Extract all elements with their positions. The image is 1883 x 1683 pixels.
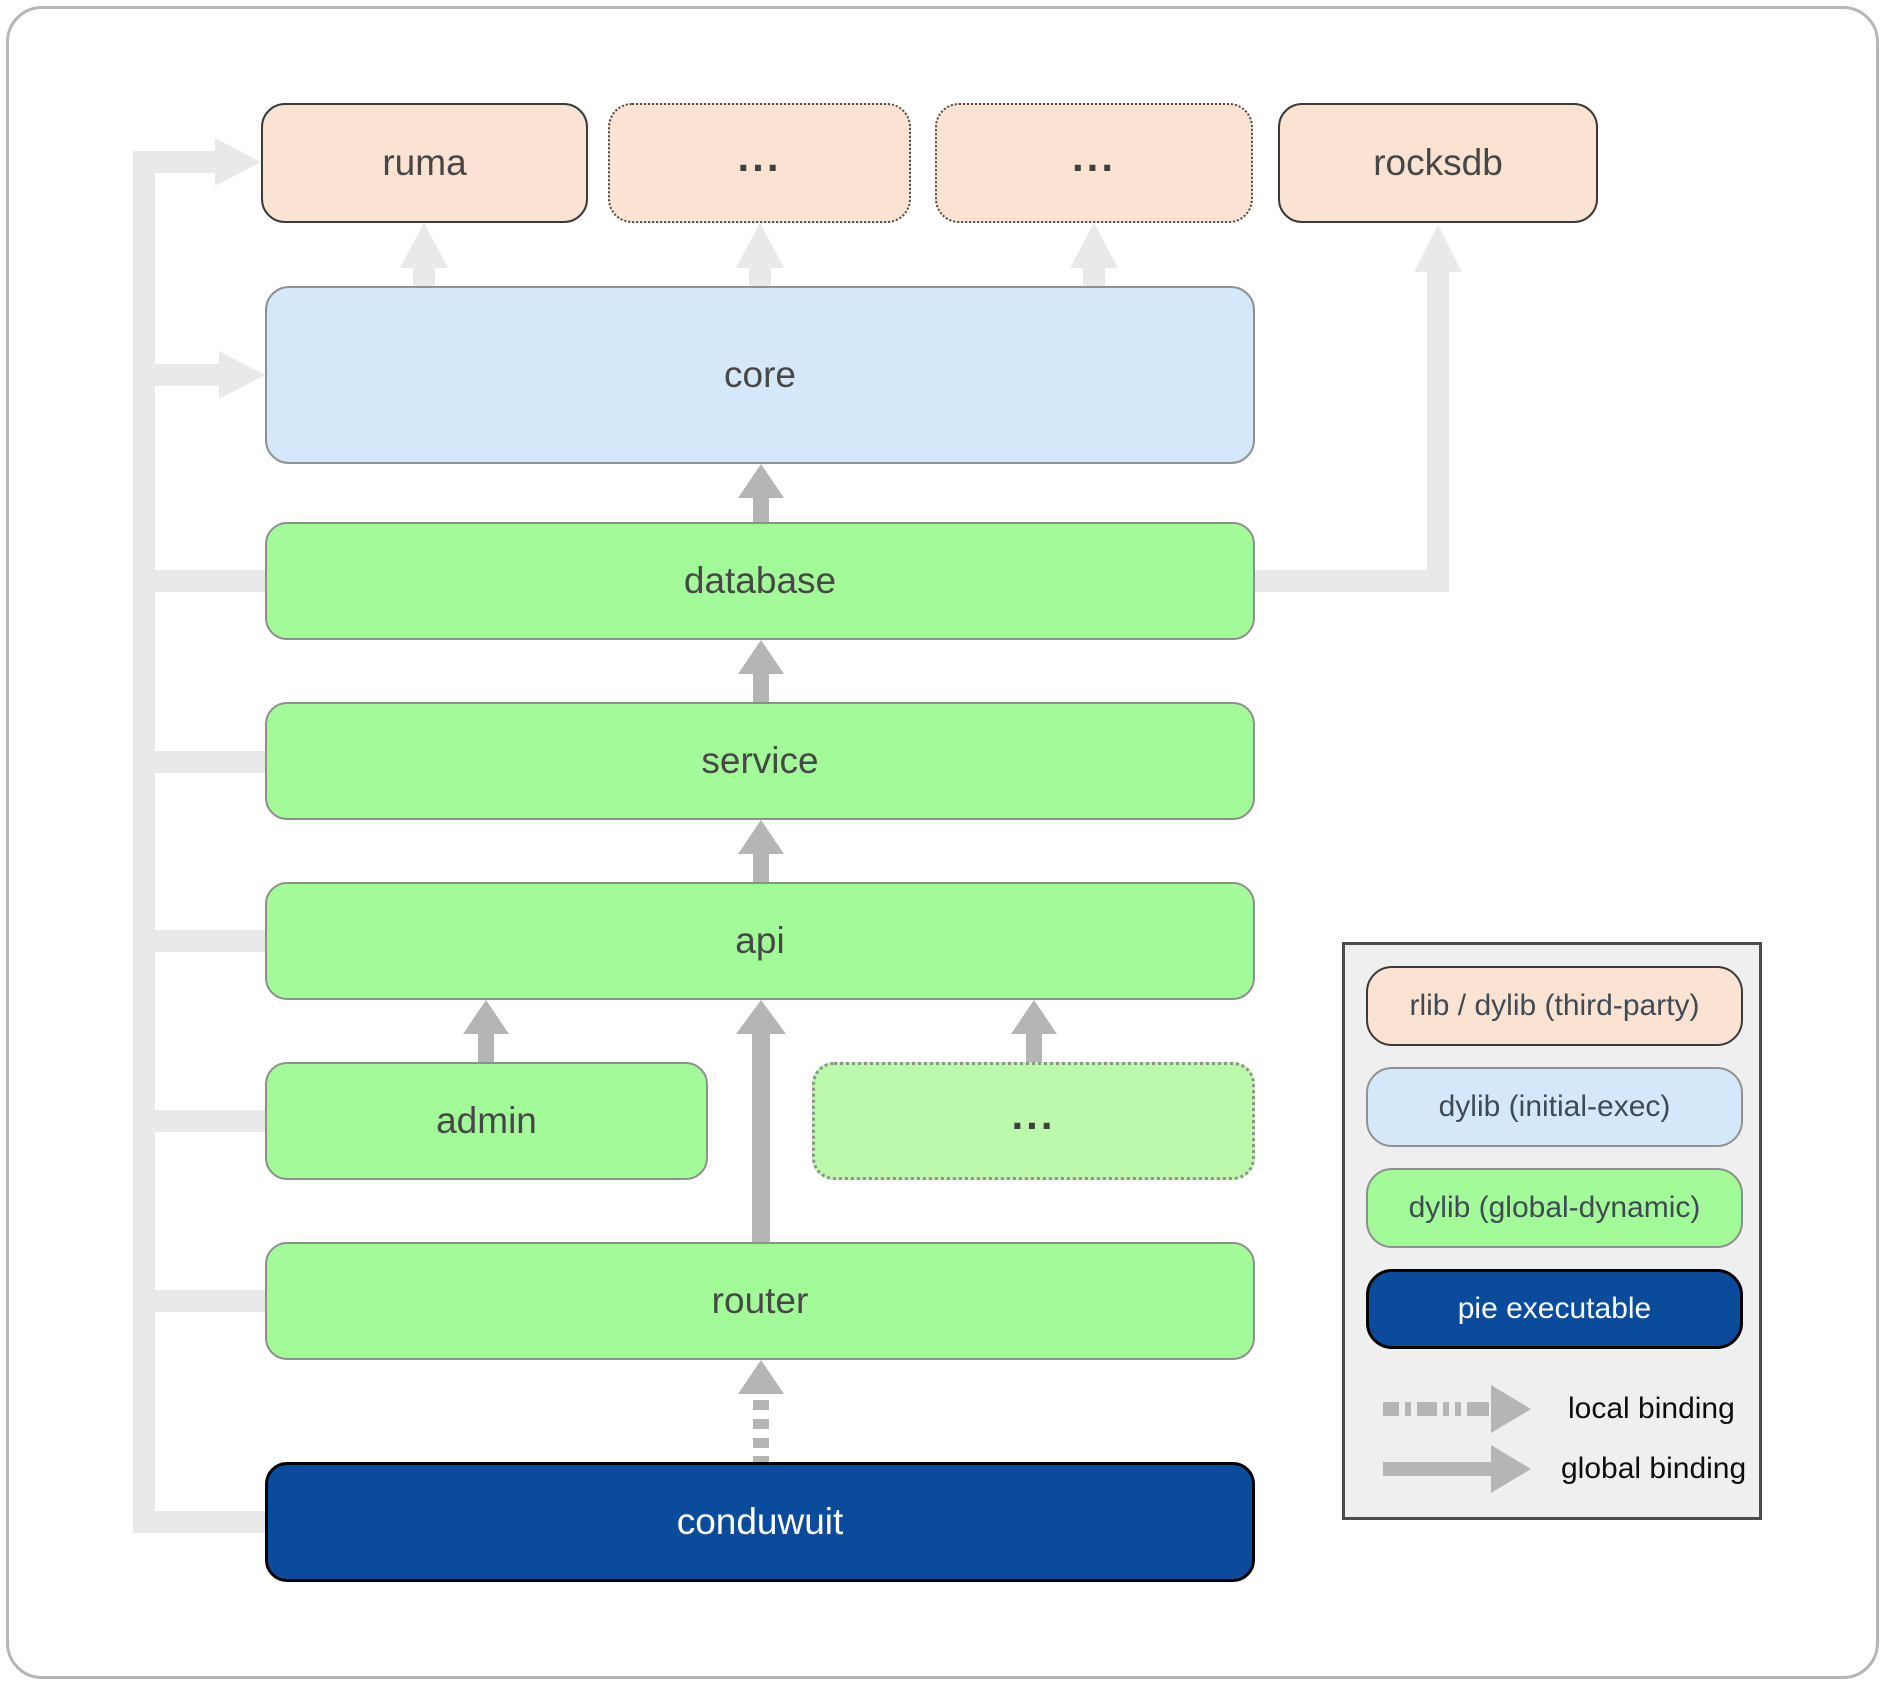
node-rocksdb: rocksdb — [1278, 103, 1598, 223]
legend-arrows — [1383, 1385, 1531, 1493]
global-binding-label: global binding — [1561, 1452, 1747, 1485]
legend-item-global-dynamic: dylib (global-dynamic) — [1366, 1168, 1743, 1248]
legend-item-label: dylib (global-dynamic) — [1408, 1191, 1701, 1224]
legend-item-label: pie executable — [1457, 1292, 1652, 1325]
node-api-label: api — [735, 920, 785, 961]
legend-item-third-party: rlib / dylib (third-party) — [1366, 966, 1743, 1046]
legend-item-pie-executable: pie executable — [1366, 1269, 1743, 1349]
node-dots-label: ... — [1071, 133, 1116, 180]
node-router-label: router — [711, 1280, 809, 1321]
node-rocksdb-label: rocksdb — [1373, 142, 1503, 183]
legend-item-label: dylib (initial-exec) — [1438, 1090, 1671, 1123]
node-dots-label: ... — [1011, 1091, 1056, 1138]
legend-item-label: rlib / dylib (third-party) — [1409, 989, 1700, 1022]
node-admin: admin — [265, 1062, 708, 1180]
node-router: router — [265, 1242, 1255, 1360]
node-api-dots: ... — [812, 1062, 1255, 1180]
node-core: core — [265, 286, 1255, 464]
legend-item-initial-exec: dylib (initial-exec) — [1366, 1067, 1743, 1147]
node-database: database — [265, 522, 1255, 640]
legend-panel: rlib / dylib (third-party) dylib (initia… — [1342, 942, 1762, 1520]
node-conduwuit: conduwuit — [265, 1462, 1255, 1582]
node-service: service — [265, 702, 1255, 820]
node-third-party-dots-1: ... — [608, 103, 911, 223]
node-database-label: database — [683, 560, 837, 601]
node-conduwuit-label: conduwuit — [676, 1501, 844, 1542]
node-ruma-label: ruma — [382, 142, 467, 183]
local-binding-label: local binding — [1568, 1392, 1735, 1425]
node-api: api — [265, 882, 1255, 1000]
node-service-label: service — [701, 740, 819, 781]
node-admin-label: admin — [436, 1100, 537, 1141]
page-border — [6, 6, 1879, 1679]
global-binding-arrow-icon — [1383, 1445, 1531, 1493]
node-dots-label: ... — [737, 133, 782, 180]
node-third-party-dots-2: ... — [935, 103, 1253, 223]
local-binding-arrow-icon — [1383, 1385, 1531, 1433]
node-ruma: ruma — [261, 103, 588, 223]
node-core-label: core — [724, 354, 796, 395]
